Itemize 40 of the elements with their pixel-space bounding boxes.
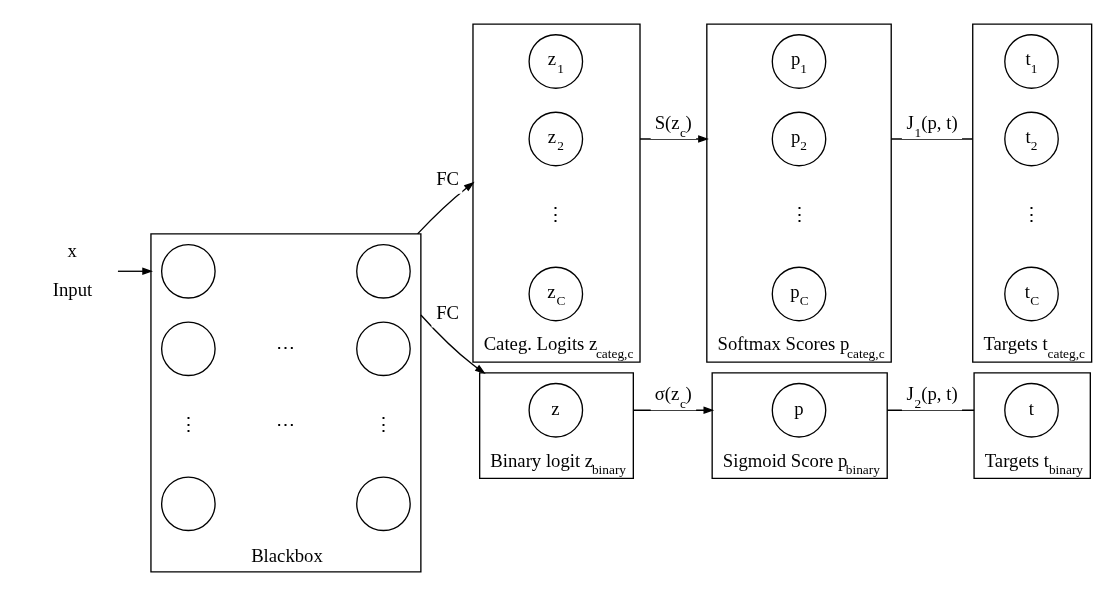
node-circle: t$_{C}$ (1003, 266, 1059, 322)
node-label: Input (52, 278, 92, 300)
connector (886, 409, 975, 411)
edge-label: FC (435, 168, 459, 190)
label: ⋮ (1021, 204, 1041, 226)
node-circle: z$_{2}$ (527, 111, 583, 167)
node-circle: t (1003, 382, 1059, 438)
node-circle: p$_{C}$ (771, 266, 826, 322)
connector (890, 138, 973, 140)
node-circle: t$_{2}$ (1003, 111, 1059, 167)
label: ⋮ (178, 414, 198, 436)
node-circle: z$_{C}$ (527, 266, 583, 322)
label: ⋮ (373, 414, 393, 436)
node-circle: p$_{2}$ (771, 111, 826, 167)
label: ⋮ (545, 204, 565, 226)
node-circle: z (527, 382, 583, 438)
node-circle (160, 243, 216, 299)
node-circle (160, 321, 216, 377)
node-text: x (66, 239, 77, 261)
edge-label: FC (435, 301, 459, 323)
node-circle: z$_{1}$ (527, 34, 583, 89)
arrow (416, 181, 475, 235)
edge-label: σ(z$_{c}$) (654, 383, 692, 411)
node-circle: p$_{1}$ (771, 34, 826, 89)
edge-label: J$_{2}$(p, t) (906, 383, 958, 411)
node-circle: p (771, 382, 826, 438)
label: ⋯ (275, 336, 295, 358)
arrow (116, 267, 153, 276)
node-circle (355, 321, 411, 377)
node-circle: t$_{1}$ (1003, 34, 1059, 89)
edge-label: S(z$_{c}$) (654, 112, 692, 140)
label: ⋮ (789, 204, 809, 226)
arrow (419, 314, 486, 374)
label: ⋯ (275, 414, 295, 436)
edge-label: J$_{1}$(p, t) (906, 112, 958, 140)
arrow (632, 406, 714, 414)
node-circle (355, 476, 411, 532)
node-circle (160, 476, 216, 532)
arrow (638, 135, 709, 143)
node-circle (355, 243, 411, 299)
